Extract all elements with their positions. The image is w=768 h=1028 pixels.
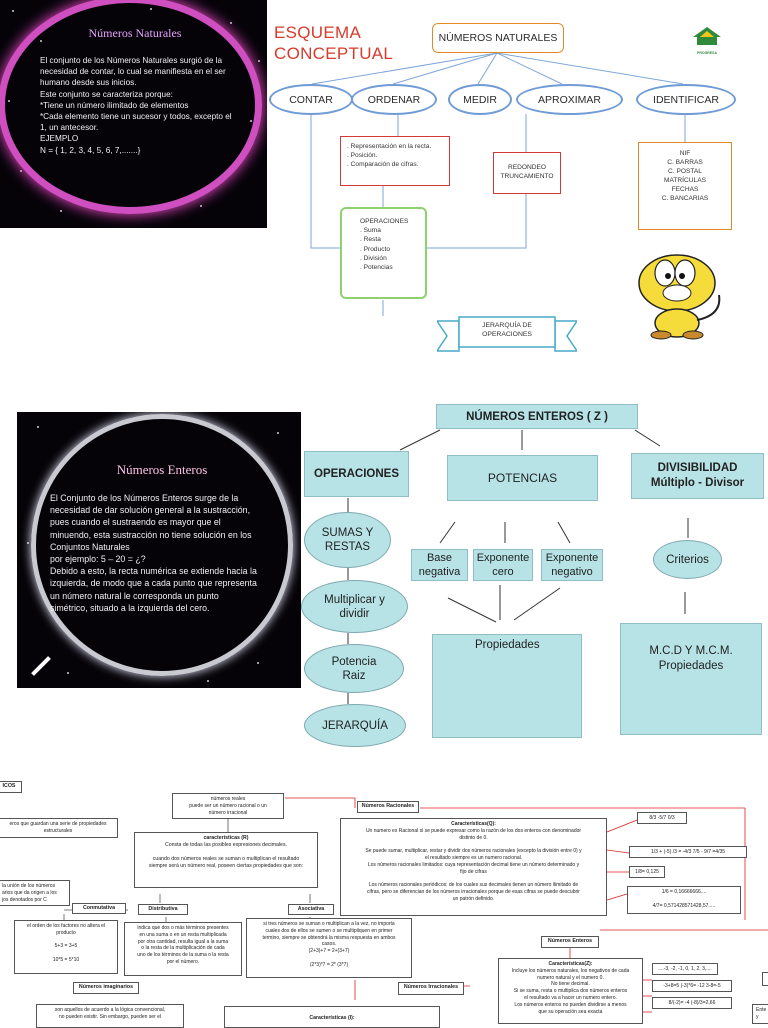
box-imaginarios-text: son aquellos de acuerdo a la lógica conv… [36, 1004, 184, 1028]
label-racionales: Números Racionales [357, 801, 419, 813]
jerarquia-label: JERARQUÍA DE OPERACIONES [482, 322, 532, 338]
enteros-root: NÚMEROS ENTEROS ( Z ) [436, 404, 638, 429]
label-numericos: ICOS [0, 781, 22, 793]
label-conmutativa: Conmutativa [72, 903, 126, 914]
oval-aproximar: APROXIMAR [516, 84, 623, 115]
box-identificar: NIF C. BARRAS C. POSTAL MATRÍCULAS FECHA… [638, 142, 732, 230]
box-caracteristicas-racionales: Características(Q): Un numero es Raciona… [340, 818, 607, 916]
box-mcd-mcm: M.C.D Y M.C.M. Propiedades [620, 623, 762, 735]
box-z-ejemplo-1: ....-3, -2, -1, 0, 1, 2, 3,.... [652, 963, 718, 975]
box-exponente-negativo: Exponente negativo [541, 549, 603, 581]
panel-title: Números Enteros [116, 462, 208, 477]
box-q-ejemplo-3: 1/8= 0,125 [629, 866, 665, 878]
box-divisibilidad: DIVISIBILIDAD Múltiplo - Divisor [631, 453, 764, 499]
panel-body: El conjunto de los Números Naturales sur… [40, 56, 232, 155]
box-representacion: . Representación en la recta. . Posición… [340, 136, 450, 186]
ribbon-jerarquia [437, 316, 577, 352]
box-asociativa-text: si tres números se suman o multiplican a… [246, 918, 412, 978]
oval-criterios: Criterios [653, 540, 722, 579]
label-imaginarios: Números imaginarios [73, 982, 139, 994]
box-numeros-reales: números reales puede ser un número racio… [172, 793, 284, 819]
oval-contar: CONTAR [269, 84, 353, 115]
box-q-ejemplo-1: 8/3 -5/7 0/3 [637, 812, 687, 824]
oval-sumas-restas: SUMAS Y RESTAS [304, 512, 391, 568]
caract-z-text: Incluye los números naturales, los negat… [511, 967, 630, 1015]
section1-connectors [310, 52, 686, 316]
box-union-complejos: la unión de los números arios que da ori… [0, 880, 70, 906]
panel-ring [0, 0, 262, 214]
cartoon-cat-illustration [638, 254, 721, 340]
box-edge-text: Ente y [752, 1004, 768, 1024]
box-z-ejemplo-3: 8/(-2)= -4 (-8)/3=2,66 [652, 997, 732, 1009]
panel-ring [31, 414, 293, 676]
esquema-title-line1: ESQUEMA [274, 23, 362, 42]
label-asociativa: Asociativa [288, 904, 334, 915]
oval-ordenar: ORDENAR [351, 84, 437, 115]
box-redondeo: REDONDEO TRUNCAMIENTO [493, 152, 561, 194]
label-irracionales: Números Irracionales [398, 982, 464, 995]
box-caracteristicas-reales: características (R) Consta de todas las … [134, 832, 318, 888]
box-q-ejemplo-4: 1/6 = 0,16666666.... 4/7= 0,571428571428… [627, 886, 741, 914]
box-z-ejemplo-2: -3+8=5 (-3)*6= -12 3-8=-5 [652, 980, 732, 992]
caract-r-title: características (R) [203, 835, 249, 841]
caract-q-title: Características(Q): [451, 821, 496, 827]
oval-multiplicar-dividir: Multiplicar y dividir [301, 580, 408, 633]
panel-body: El Conjunto de los Números Enteros surge… [50, 493, 257, 613]
oval-identificar: IDENTIFICAR [636, 84, 736, 115]
box-potencias: POTENCIAS [447, 455, 598, 501]
oval-medir: MEDIR [448, 84, 512, 115]
esquema-title: ESQUEMA CONCEPTUAL [274, 22, 414, 64]
scroll-operaciones: OPERACIONES . Suma . Resta . Producto . … [340, 207, 427, 299]
logo-text: PROGRESA [696, 51, 718, 55]
progresa-logo: PROGRESA [692, 26, 722, 55]
box-exponente-cero: Exponente cero [473, 549, 533, 581]
section2-connectors [347, 429, 689, 704]
box-conmutativa-text: el orden de los factores no altera el pr… [14, 920, 118, 974]
box-caracteristicas-enteros: Características(Z): Incluye los números … [498, 958, 643, 1024]
box-propiedades-estructurales: eros que guardan una serie de propiedade… [0, 818, 118, 838]
box-base-negativa: Base negativa [411, 549, 468, 581]
panel-title: Números Naturales [88, 26, 182, 40]
house-icon [693, 27, 721, 45]
enteros-info-panel: Números Enteros El Conjunto de los Númer… [17, 412, 301, 688]
naturales-info-panel: Números Naturales El conjunto de los Núm… [0, 0, 267, 228]
naturales-root: NÚMEROS NATURALES [432, 23, 564, 53]
edge-box-marker [762, 972, 768, 986]
box-distributiva-text: indica que dos o más términos presentes … [124, 922, 242, 976]
esquema-title-line2: CONCEPTUAL [274, 44, 394, 63]
caract-r-text: Consta de todas las posibles expresiones… [148, 842, 304, 869]
box-irracionales: Características (I): [224, 1006, 440, 1028]
oval-potencia-raiz: Potencia Raiz [304, 644, 404, 693]
irracionales-caract: Características (I): [309, 1015, 355, 1021]
label-enteros: Números Enteros [541, 936, 599, 948]
caract-q-text: Un numero es Racional si se puede expres… [365, 827, 582, 902]
box-operaciones: OPERACIONES [304, 451, 409, 497]
caract-z-title: Características(Z): [548, 961, 593, 967]
label-distributiva: Distributiva [138, 904, 188, 915]
box-q-ejemplo-2: 1/3 + (-5) /3 = -4/3 7/5 - 9/7 =4/35 [629, 846, 747, 858]
box-propiedades: Propiedades [432, 634, 582, 738]
white-streak [31, 656, 51, 676]
oval-jerarquia: JERARQUÍA [304, 704, 406, 747]
